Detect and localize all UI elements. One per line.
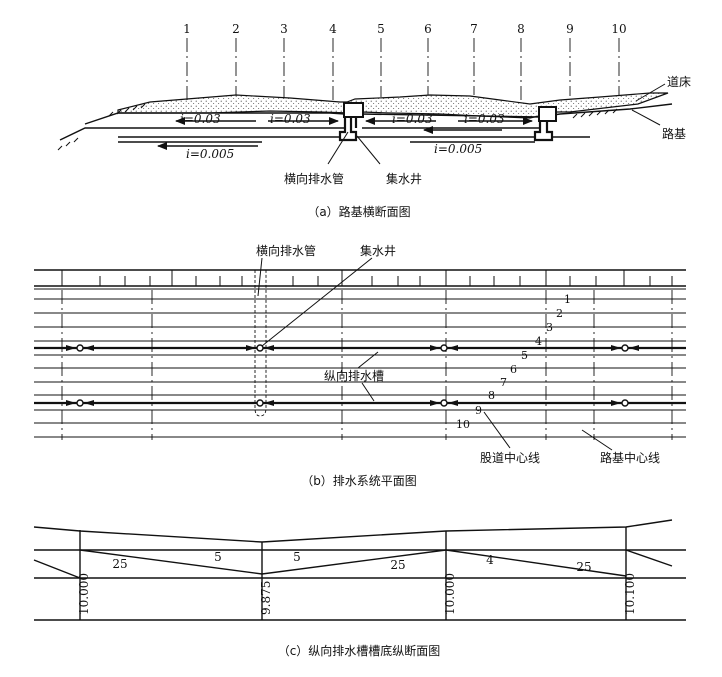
section-number-7: 7 <box>470 22 478 36</box>
profile-figure: 25 5 5 25 4 25 10.000 9.875 10.000 10.10… <box>33 519 686 658</box>
line-number-3: 3 <box>546 321 553 334</box>
section-number-5: 5 <box>377 22 385 36</box>
subgrade-leader <box>631 109 661 126</box>
line-number-2: 2 <box>556 307 563 320</box>
caption-a: （a）路基横断面图 <box>307 204 410 219</box>
subgrade-center-leader <box>581 429 613 451</box>
track-center-label: 股道中心线 <box>480 450 540 465</box>
sump-label-plan: 集水井 <box>360 243 396 258</box>
sump-marker <box>621 399 629 407</box>
sump-marker <box>256 344 264 352</box>
section-number-6: 6 <box>424 22 432 36</box>
cross-pipe-leader-plan <box>257 257 263 297</box>
elevation-label: 10.000 <box>77 573 91 615</box>
flow-arrows <box>66 345 639 406</box>
slope-label-3: i=0.03 <box>392 112 433 126</box>
flow-label-1: i=0.005 <box>186 147 234 161</box>
profile-top-line <box>33 519 673 543</box>
line-numbers: 1 2 3 4 5 6 7 8 9 10 <box>456 293 571 431</box>
elevation-label: 10.100 <box>623 573 637 615</box>
track-center-leader <box>483 411 511 449</box>
slope-label-4: i=0.03 <box>464 112 505 126</box>
section-number-8: 8 <box>517 22 525 36</box>
line-number-8: 8 <box>488 389 495 402</box>
sump-marker <box>440 344 448 352</box>
caption-b: （b）排水系统平面图 <box>301 474 417 488</box>
line-number-10: 10 <box>456 418 470 431</box>
section-number-4: 4 <box>329 22 337 36</box>
long-trough-leader-2 <box>361 382 375 402</box>
sump-leader <box>356 135 381 165</box>
sump-label: 集水井 <box>386 171 422 186</box>
sump-marker <box>440 399 448 407</box>
section-lines <box>186 38 620 104</box>
trough-bottom-profile <box>33 549 673 579</box>
segment-length: 25 <box>112 557 127 571</box>
section-number-3: 3 <box>280 22 288 36</box>
line-number-6: 6 <box>510 363 517 376</box>
line-number-5: 5 <box>521 349 528 362</box>
sump-top-1 <box>343 102 364 118</box>
cross-pipe-label-plan: 横向排水管 <box>256 243 316 258</box>
left-hatch <box>57 103 146 151</box>
long-trough-label: 纵向排水槽 <box>324 368 384 383</box>
sump-top-2 <box>538 106 557 122</box>
sump-marker <box>621 344 629 352</box>
edge-ticks <box>61 270 673 286</box>
profile-posts <box>79 527 627 620</box>
left-embankment <box>59 127 88 141</box>
section-number-10: 10 <box>611 22 626 36</box>
cross-pipe-leader <box>327 131 349 165</box>
slope-label-2: i=0.03 <box>270 112 311 126</box>
plan-grid <box>61 290 673 440</box>
section-numbers: 1 2 3 4 5 6 7 8 9 10 <box>183 22 626 36</box>
section-number-9: 9 <box>566 22 574 36</box>
sump-markers <box>76 344 629 407</box>
sump-marker <box>256 399 264 407</box>
ballast-leader <box>635 83 666 102</box>
elevation-label: 10.000 <box>443 573 457 615</box>
line-number-9: 9 <box>475 404 482 417</box>
plan-view-figure: 横向排水管 集水井 纵向排水槽 1 2 3 4 5 6 7 8 9 10 股道中… <box>34 243 686 488</box>
line-number-7: 7 <box>500 376 507 389</box>
segment-length: 25 <box>576 560 591 574</box>
line-number-1: 1 <box>564 293 571 306</box>
sump-leader-plan <box>261 257 373 347</box>
ballast-label: 道床 <box>667 75 691 89</box>
right-hatch <box>572 108 618 119</box>
flow-label-2: i=0.005 <box>434 142 482 156</box>
subgrade-center-label: 路基中心线 <box>600 450 660 465</box>
segment-length: 4 <box>486 553 494 567</box>
segment-length: 5 <box>293 550 301 564</box>
sump-well-2 <box>533 110 554 142</box>
slope-label-1: i=0.03 <box>180 112 221 126</box>
section-number-2: 2 <box>232 22 240 36</box>
cross-pipe-label: 横向排水管 <box>284 171 344 186</box>
sump-marker <box>76 344 84 352</box>
cross-pipe-plan <box>254 270 267 417</box>
long-trough-leader-1 <box>357 351 379 369</box>
section-number-1: 1 <box>183 22 191 36</box>
line-number-4: 4 <box>535 335 542 348</box>
cross-section-figure: 1 2 3 4 5 6 7 8 9 10 <box>57 22 691 219</box>
elevation-label: 9.875 <box>259 581 273 615</box>
segment-length: 5 <box>214 550 222 564</box>
sump-marker <box>76 399 84 407</box>
ballast-bed <box>117 92 669 119</box>
subgrade-label: 路基 <box>662 126 686 141</box>
plan-lines <box>34 298 686 438</box>
segment-length: 25 <box>390 558 405 572</box>
caption-c: （c）纵向排水槽槽底纵断面图 <box>278 643 441 658</box>
